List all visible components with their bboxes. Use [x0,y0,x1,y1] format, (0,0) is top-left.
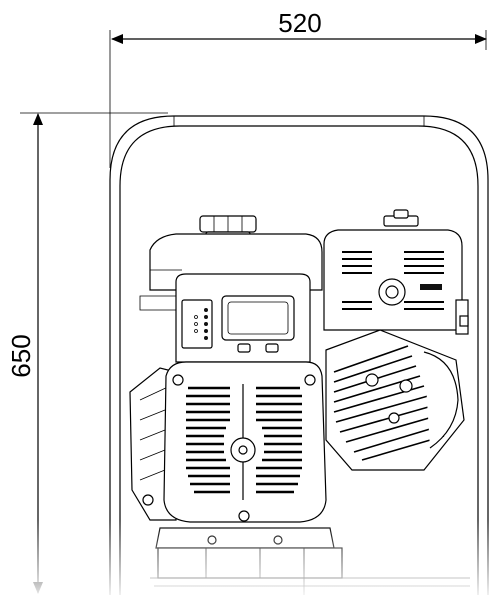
fan-housing [163,361,327,523]
height-dimension: 650 [6,112,168,594]
cylinder-fins [325,329,465,471]
muffler-vents [342,251,444,310]
width-dimension: 520 [109,8,487,168]
bottom-fade [0,520,489,595]
fuel-tank [139,215,323,311]
control-panel [175,273,311,363]
fan-grille [186,386,302,494]
height-label: 650 [6,334,36,377]
muffler [323,209,469,335]
width-label: 520 [278,8,321,38]
indicator-leds [194,308,208,340]
display-window [221,295,295,341]
frame-outline [109,115,489,595]
